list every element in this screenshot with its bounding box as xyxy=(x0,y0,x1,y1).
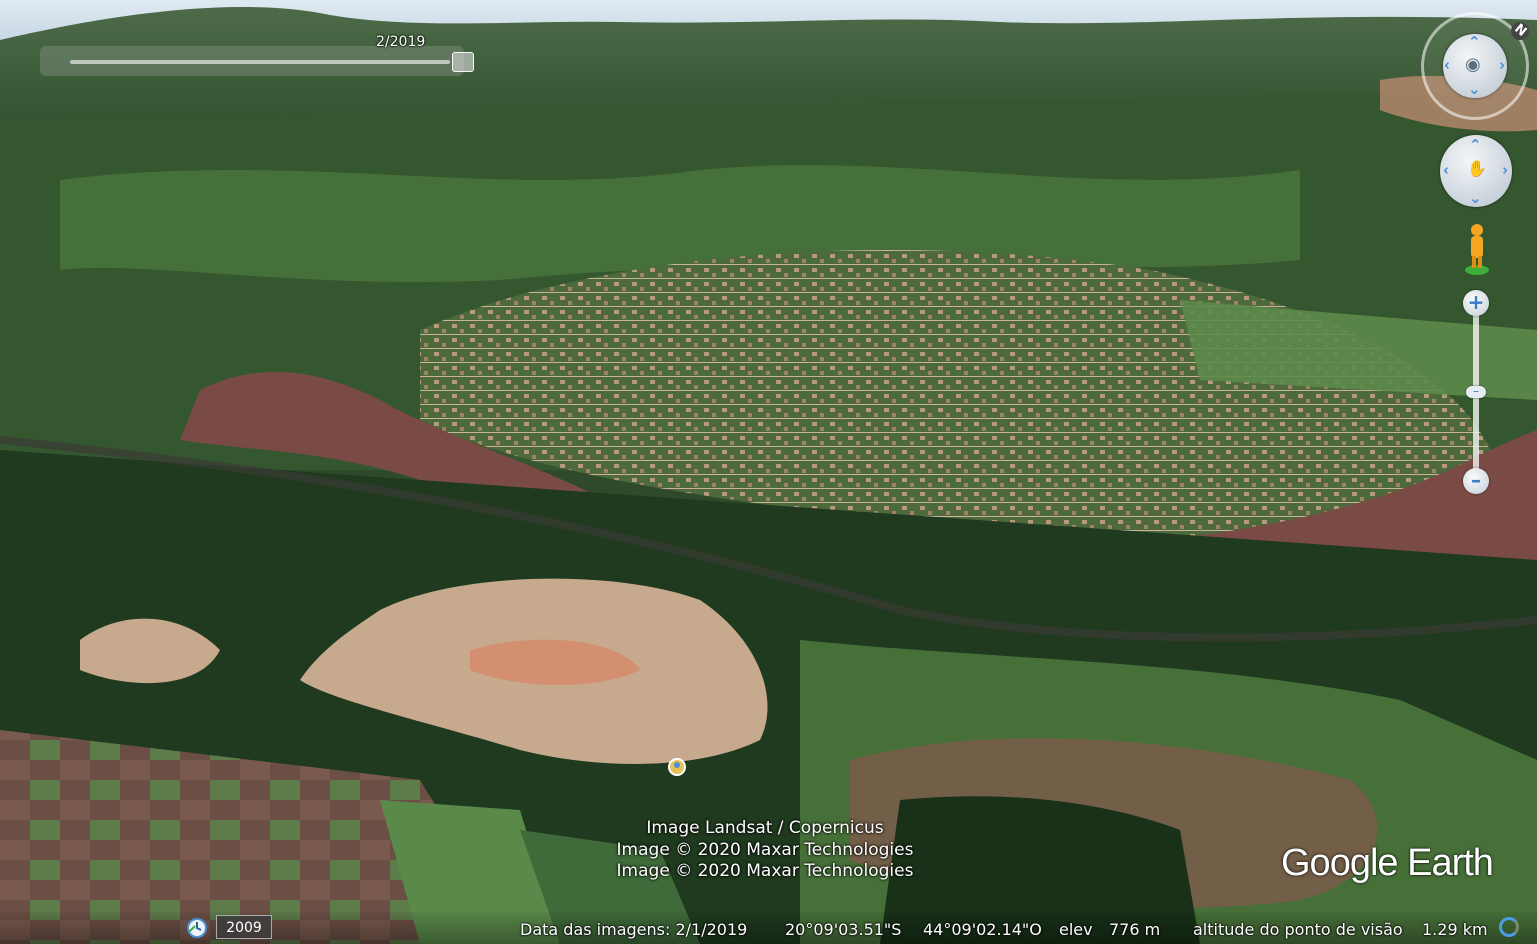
move-left-arrow-icon[interactable]: ⌃ xyxy=(1440,164,1459,177)
attribution-line: Image © 2020 Maxar Technologies xyxy=(616,839,914,860)
look-control[interactable]: ⌃ ⌃ ⌃ ⌃ ◉ xyxy=(1421,12,1529,120)
look-left-arrow-icon[interactable]: ⌃ xyxy=(1441,59,1460,72)
plus-icon: + xyxy=(1467,290,1485,314)
look-joystick[interactable]: ⌃ ⌃ ⌃ ⌃ ◉ xyxy=(1441,33,1507,98)
latitude-readout: 20°09'03.51"S xyxy=(785,920,902,939)
imagery-attribution: Image Landsat / Copernicus Image © 2020 … xyxy=(540,818,990,883)
time-slider-handle[interactable] xyxy=(452,52,474,72)
streaming-status-icon xyxy=(1499,917,1519,937)
time-slider-date: 2/2019 xyxy=(376,34,426,50)
eye-altitude-value: 1.29 km xyxy=(1422,920,1488,939)
google-earth-logo: Google Earth xyxy=(1281,842,1494,884)
imagery-date: Data das imagens: 2/1/2019 xyxy=(520,920,748,939)
attribution-line: Image © 2020 Maxar Technologies xyxy=(616,861,914,881)
historical-imagery-year-button[interactable]: 2009 xyxy=(216,915,272,939)
minus-icon: – xyxy=(1471,468,1481,492)
move-up-arrow-icon[interactable]: ⌃ xyxy=(1469,136,1482,154)
eye-altitude-label: altitude do ponto de visão xyxy=(1193,920,1403,939)
look-right-arrow-icon[interactable]: ⌃ xyxy=(1488,59,1507,72)
move-down-arrow-icon[interactable]: ⌃ xyxy=(1469,188,1482,206)
look-up-arrow-icon[interactable]: ⌃ xyxy=(1468,33,1481,51)
zoom-thumb[interactable]: – xyxy=(1466,384,1486,398)
pegman-icon[interactable] xyxy=(1462,222,1492,276)
time-slider-track[interactable] xyxy=(70,60,450,64)
attribution-line: Image Landsat / Copernicus xyxy=(646,818,884,838)
minus-icon: – xyxy=(1473,384,1479,398)
longitude-readout: 44°09'02.14"O xyxy=(923,920,1042,939)
hand-icon: ✋ xyxy=(1467,159,1487,178)
move-right-arrow-icon[interactable]: ⌃ xyxy=(1491,164,1510,177)
elevation-label: elev xyxy=(1059,920,1093,939)
zoom-slider[interactable]: + – – xyxy=(1463,288,1489,496)
historical-imagery-slider[interactable]: 2/2019 xyxy=(40,34,474,76)
zoom-out-button[interactable]: – xyxy=(1463,468,1489,494)
location-marker-icon[interactable] xyxy=(667,757,687,777)
look-down-arrow-icon[interactable]: ⌃ xyxy=(1468,79,1481,97)
status-bar: 2009 Data das imagens: 2/1/2019 20°09'03… xyxy=(0,912,1537,944)
move-control[interactable]: ⌃ ⌃ ⌃ ⌃ ✋ xyxy=(1440,135,1512,207)
clock-icon[interactable] xyxy=(186,917,208,939)
elevation-value: 776 m xyxy=(1109,920,1161,939)
zoom-in-button[interactable]: + xyxy=(1463,290,1489,316)
eye-icon: ◉ xyxy=(1465,54,1481,75)
